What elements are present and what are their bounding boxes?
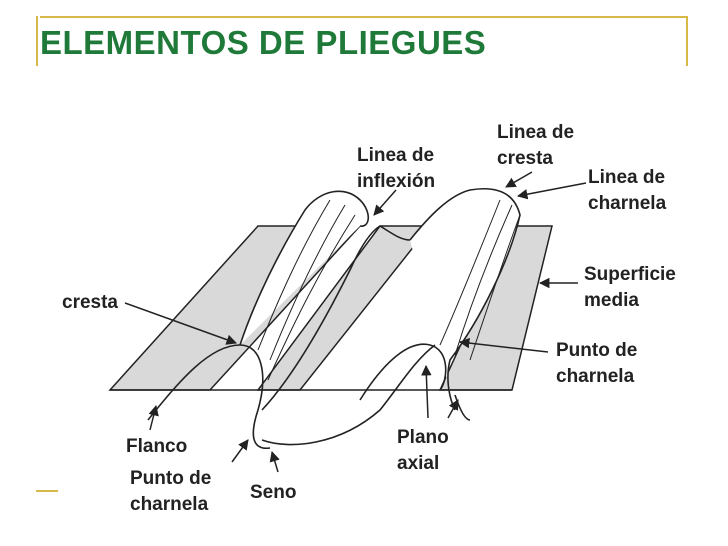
label-plano-axial-line2: axial <box>397 453 439 474</box>
label-linea-charnela-line1: Linea de <box>588 167 665 188</box>
right-edge <box>454 394 471 421</box>
label-linea-cresta-line1: Linea de <box>497 122 574 143</box>
right-anticline-hinge-line <box>439 199 501 346</box>
arrow-linea-charnela <box>516 182 587 200</box>
right-anticline-back <box>469 214 521 361</box>
label-punto-charnela-right-line2: charnela <box>556 366 635 387</box>
right-anticline-body <box>409 188 521 411</box>
right-accent-line <box>686 16 688 66</box>
top-accent-line <box>40 16 688 18</box>
label-flanco: Flanco <box>126 436 187 457</box>
left-anticline-front <box>147 344 271 449</box>
arrow-plano-axial-2 <box>447 399 459 419</box>
label-linea-inflexion-line1: Linea de <box>357 145 434 166</box>
label-punto-charnela-left-line1: Punto de <box>130 468 211 489</box>
arrow-linea-cresta <box>505 171 533 188</box>
label-linea-charnela-line2: charnela <box>588 193 667 214</box>
left-anticline-back <box>267 214 356 381</box>
arrow-linea-inflexion <box>373 189 397 216</box>
label-punto-charnela-right-line1: Punto de <box>556 340 637 361</box>
left-anticline-hinge-line <box>257 199 331 351</box>
arrow-flanco <box>148 404 159 431</box>
arrow-punto-charnela-left <box>231 439 249 463</box>
arrow-cresta <box>124 302 237 345</box>
left-anticline-crest-line <box>269 204 346 361</box>
label-seno: Seno <box>250 482 296 503</box>
right-flank-front <box>359 343 447 401</box>
label-superficie-line1: Superficie <box>584 264 676 285</box>
label-punto-charnela-left-line2: charnela <box>130 494 209 515</box>
label-cresta: cresta <box>62 292 118 313</box>
right-anticline-crest-line <box>454 204 513 356</box>
left-anticline-body <box>239 190 370 346</box>
left-accent-line <box>36 16 38 66</box>
arrow-punto-charnela-right <box>458 337 549 353</box>
bottom-accent-mark <box>36 490 58 492</box>
label-linea-inflexion-line2: inflexión <box>357 171 435 192</box>
arrow-plano-axial-1 <box>421 364 432 419</box>
arrow-seno <box>269 450 280 473</box>
trough-bottom <box>261 344 436 446</box>
label-superficie-line2: media <box>584 290 639 311</box>
slide-title: ELEMENTOS DE PLIEGUES <box>40 24 487 61</box>
label-linea-cresta-line2: cresta <box>497 148 553 169</box>
trough-surface <box>261 225 411 411</box>
label-plano-axial-line1: Plano <box>397 427 449 448</box>
